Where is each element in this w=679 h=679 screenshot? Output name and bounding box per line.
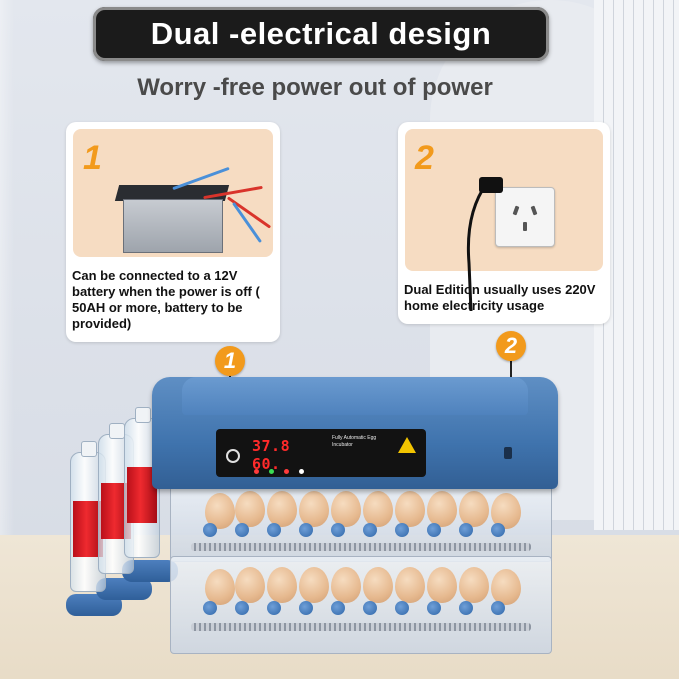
bottle-stand (122, 560, 178, 582)
marker-1: 1 (215, 346, 245, 376)
title-text: Dual -electrical design (150, 16, 492, 51)
callout-number: 1 (83, 139, 102, 177)
panel-indicator-lights (254, 461, 314, 479)
wall-outlet-icon (495, 187, 555, 247)
dc-port (504, 447, 512, 459)
callout-card-battery: 1 Can be connected to a 12V battery when… (66, 122, 280, 342)
warning-sticker-icon (398, 437, 416, 453)
lid-top-surface (182, 377, 528, 415)
egg-tray-lower (170, 556, 552, 654)
control-panel: 37.8 60. Fully Automatic Egg Incubator (216, 429, 426, 477)
egg-tray-upper (170, 482, 552, 562)
battery-body (123, 199, 223, 253)
callout-text: Can be connected to a 12V battery when t… (72, 268, 260, 331)
led-display: 37.8 60. (252, 437, 291, 473)
incubator-lid: 37.8 60. Fully Automatic Egg Incubator (152, 377, 558, 489)
callout-text: Dual Edition usually uses 220V home elec… (404, 282, 596, 313)
bottle-stand (96, 578, 152, 600)
power-button-icon[interactable] (226, 449, 240, 463)
callout-image-battery: 1 (73, 129, 273, 257)
callout-card-outlet: 2 Dual Edition usually uses 220V home el… (398, 122, 610, 324)
callout-image-outlet: 2 (405, 129, 603, 312)
egg-rail (191, 623, 531, 631)
title-banner: Dual -electrical design (93, 7, 549, 61)
marker-2: 2 (496, 331, 526, 361)
callout-number: 2 (415, 139, 434, 177)
panel-label: Fully Automatic Egg Incubator (332, 435, 377, 448)
battery-lead-blue (232, 201, 262, 244)
subtitle-text: Worry -free power out of power (137, 74, 493, 101)
egg-rail (191, 543, 531, 551)
power-plug-icon (466, 177, 503, 312)
